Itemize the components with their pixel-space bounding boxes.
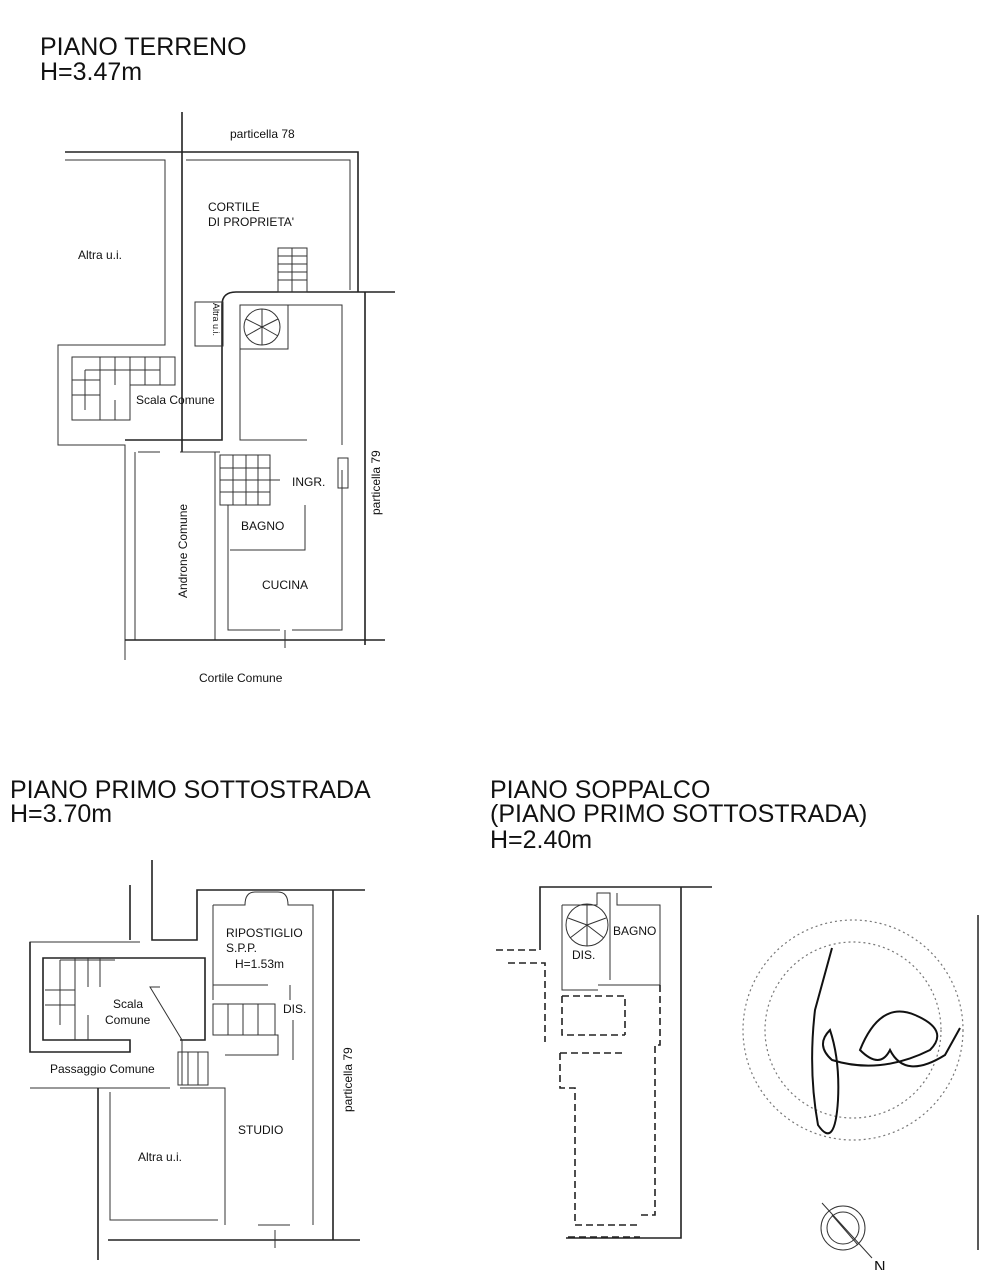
basement-title: PIANO PRIMO SOTTOSTRADA [10,776,371,804]
label-ingresso: INGR. [292,475,325,489]
common-stair [45,958,209,1086]
label-studio: STUDIO [238,1123,283,1137]
label-cortile: CORTILE [208,200,260,214]
label-bagno: BAGNO [241,519,284,533]
north-arrow-icon: N [820,1202,886,1270]
ground-floor-title: PIANO TERRENO [40,33,247,61]
label-ripostiglio: RIPOSTIGLIO [226,926,303,940]
spiral-stair-icon [565,903,609,947]
north-label: N [874,1259,886,1270]
internal-stair [212,984,279,1056]
mezzanine-height: H=2.40m [490,826,592,854]
label-scala-comune: Scala Comune [136,393,215,407]
label-spp: S.P.P. [226,941,257,955]
exterior-stair [277,247,308,293]
mezzanine-subtitle: (PIANO PRIMO SOTTOSTRADA) [490,800,867,828]
label-altra-ui-small: Altra u.i. [211,303,221,336]
label-cucina: CUCINA [262,578,308,592]
label-particella-79-basement: particella 79 [341,1047,355,1112]
label-dis: DIS. [283,1002,306,1016]
label-androne-comune: Androne Comune [176,504,190,598]
stamp-seal-icon [742,919,964,1141]
ground-floor-height: H=3.47m [40,58,142,86]
label-bagno-mezzanine: BAGNO [613,924,656,938]
label-particella-79: particella 79 [369,450,383,515]
label-storage-height: H=1.53m [235,957,284,971]
label-di-proprieta: DI PROPRIETA' [208,215,294,229]
label-cortile-comune: Cortile Comune [199,671,283,685]
label-particella-78: particella 78 [230,127,295,141]
interior-stair [219,454,280,506]
label-scala: Scala [113,997,143,1011]
mezzanine-plan: PIANO SOPPALCO (PIANO PRIMO SOTTOSTRADA)… [490,776,867,1239]
basement-plan: PIANO PRIMO SOTTOSTRADA H=3.70m RIPOSTIG… [10,776,371,1260]
label-passaggio-comune: Passaggio Comune [50,1062,155,1076]
label-dis-mezzanine: DIS. [572,948,595,962]
label-comune: Comune [105,1013,151,1027]
common-stair [71,356,176,421]
signature-icon [811,947,961,1135]
label-altra-ui: Altra u.i. [78,248,122,262]
spiral-stair-icon [239,304,289,350]
label-altra-ui-basement: Altra u.i. [138,1150,182,1164]
basement-height: H=3.70m [10,800,112,828]
mezzanine-title: PIANO SOPPALCO [490,776,710,804]
ground-floor-plan: PIANO TERRENO H=3.47m [40,33,395,685]
